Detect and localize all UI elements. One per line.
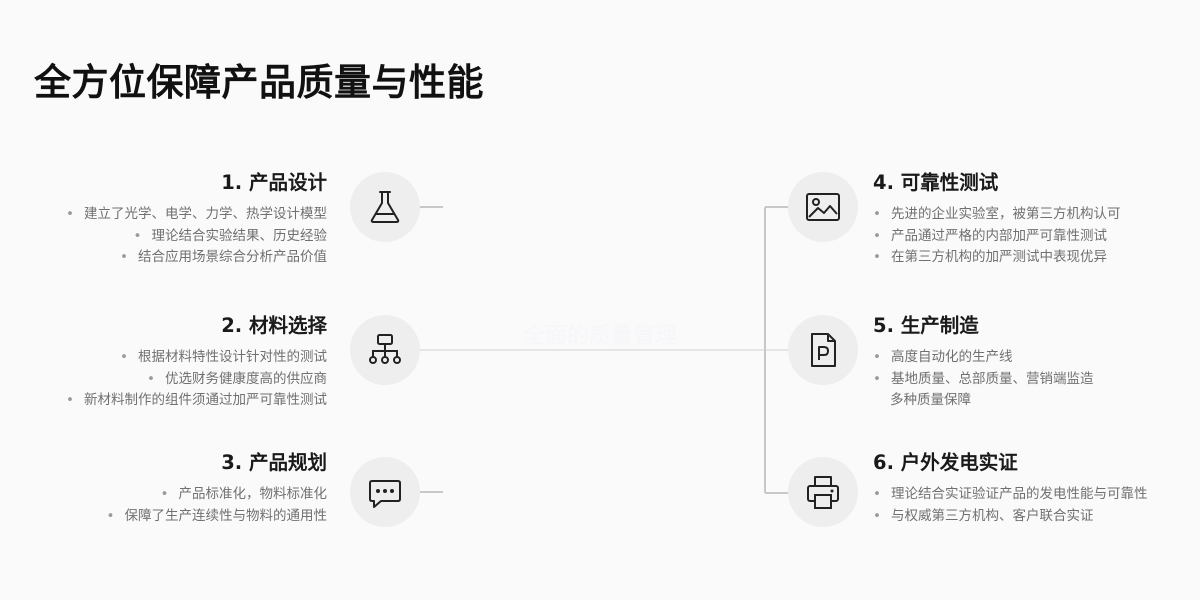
bullet-item: 与权威第三方机构、客户联合实证 [873, 506, 1193, 528]
bullet-list-field: 理论结合实证验证产品的发电性能与可靠性 与权威第三方机构、客户联合实证 [873, 484, 1193, 527]
bullet-item: 高度自动化的生产线 [873, 347, 1193, 369]
chat-bubble-icon [369, 480, 401, 508]
bullet-item: 理论结合实证验证产品的发电性能与可靠性 [873, 484, 1193, 506]
bullet-item: 根据材料特性设计针对性的测试 [7, 347, 327, 369]
bullet-list-planning: 产品标准化，物料标准化 保障了生产连续性与物料的通用性 [7, 484, 328, 528]
bullet-item: 产品标准化，物料标准化 [7, 484, 328, 506]
flask-icon [370, 191, 400, 223]
item-block-field: 6. 户外发电实证 理论结合实证验证产品的发电性能与可靠性 与权威第三方机构、客… [873, 450, 1193, 527]
bullet-item: 先进的企业实验室，被第三方机构认可 [873, 204, 1193, 226]
icon-circle-material [350, 315, 420, 385]
bullet-item: 理论结合实验结果、历史经验 [7, 226, 328, 248]
item-title-reliability: 4. 可靠性测试 [873, 171, 999, 194]
item-title-material: 2. 材料选择 [221, 314, 327, 337]
printer-icon [807, 476, 839, 509]
bullet-item: 结合应用场景综合分析产品价值 [7, 247, 327, 269]
center-label: 全面的质量管理 [522, 324, 677, 349]
bullet-list-reliability: 先进的企业实验室，被第三方机构认可 产品通过严格的内部加严可靠性测试 在第三方机… [873, 204, 1193, 269]
hierarchy-icon [369, 334, 401, 364]
bullet-item: 优选财务健康度高的供应商 [7, 369, 327, 391]
page-title: 全方位保障产品质量与性能 [34, 61, 484, 104]
item-title-design: 1. 产品设计 [221, 171, 327, 194]
item-block-design: 1. 产品设计 建立了光学、电学、力学、热学设计模型 理论结合实验结果、历史经验… [7, 170, 327, 269]
bullet-item: 新材料制作的组件须通过加严可靠性测试 [7, 390, 327, 412]
bullet-item: 在第三方机构的加严测试中表现优异 [873, 247, 1193, 269]
bullet-item: 保障了生产连续性与物料的通用性 [7, 506, 328, 528]
item-block-planning: 3. 产品规划 产品标准化，物料标准化 保障了生产连续性与物料的通用性 [7, 450, 328, 528]
bullet-item: 建立了光学、电学、力学、热学设计模型 [7, 204, 327, 226]
bullet-item: 产品通过严格的内部加严可靠性测试 [873, 226, 1193, 248]
item-title-planning: 3. 产品规划 [221, 451, 327, 474]
icon-circle-field [788, 457, 858, 527]
item-title-field: 6. 户外发电实证 [873, 451, 1018, 474]
document-p-icon [811, 333, 836, 367]
icon-circle-planning [350, 457, 420, 527]
icon-circle-manufacturing [788, 315, 858, 385]
image-icon [806, 193, 840, 221]
item-title-manufacturing: 5. 生产制造 [873, 314, 979, 337]
icon-circle-reliability [788, 172, 858, 242]
icon-circle-design [350, 172, 420, 242]
item-block-material: 2. 材料选择 根据材料特性设计针对性的测试 优选财务健康度高的供应商 新材料制… [7, 313, 327, 412]
bullet-list-material: 根据材料特性设计针对性的测试 优选财务健康度高的供应商 新材料制作的组件须通过加… [7, 347, 327, 412]
bullet-list-design: 建立了光学、电学、力学、热学设计模型 理论结合实验结果、历史经验 结合应用场景综… [7, 204, 327, 269]
item-block-reliability: 4. 可靠性测试 先进的企业实验室，被第三方机构认可 产品通过严格的内部加严可靠… [873, 170, 1193, 269]
